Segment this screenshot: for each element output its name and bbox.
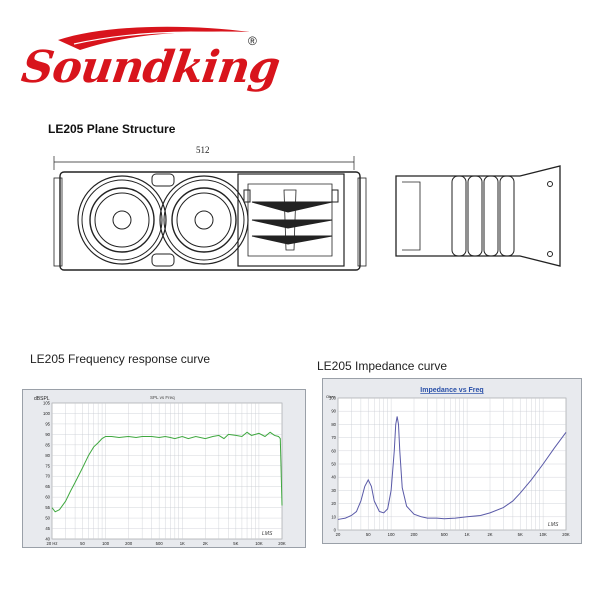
y-axis-label: Ohm bbox=[326, 394, 335, 399]
y-tick-label: 60 bbox=[331, 448, 336, 453]
y-tick-label: 75 bbox=[45, 463, 50, 468]
x-ticks: 20 Hz 50 100 200 500 1K 2K 5K 10K 20K bbox=[47, 541, 286, 546]
chart-watermark: LMS bbox=[262, 531, 273, 537]
y-tick-label: 100 bbox=[329, 396, 337, 401]
series-line bbox=[337, 416, 567, 520]
side-view-drawing bbox=[395, 165, 561, 267]
chart-title: Impedance vs Freq bbox=[420, 387, 483, 394]
registered-mark: ® bbox=[248, 34, 257, 48]
x-tick-label: 50 bbox=[366, 532, 371, 537]
brand-name: Soundking bbox=[18, 42, 283, 93]
plot-area bbox=[51, 402, 283, 540]
x-tick-label: 2K bbox=[487, 532, 492, 537]
series bbox=[337, 416, 567, 520]
x-tick-label: 100 bbox=[102, 541, 110, 546]
x-tick-label: 10K bbox=[539, 532, 547, 537]
y-tick-label: 40 bbox=[331, 475, 336, 480]
x-tick-label: 10K bbox=[255, 541, 263, 546]
y-tick-label: 100 bbox=[43, 411, 51, 416]
y-axis-label: dBSPL bbox=[34, 396, 50, 402]
horn-section bbox=[237, 173, 345, 267]
y-tick-label: 50 bbox=[45, 516, 50, 521]
x-tick-label: 500 bbox=[156, 541, 164, 546]
y-tick-label: 95 bbox=[45, 421, 50, 426]
series-line bbox=[51, 431, 283, 513]
dimension-line bbox=[53, 156, 355, 170]
front-view-drawing bbox=[53, 156, 367, 271]
x-tick-label: 50 bbox=[80, 541, 85, 546]
y-tick-label: 10 bbox=[331, 514, 336, 519]
y-tick-label: 65 bbox=[45, 484, 50, 489]
x-tick-label: 20 Hz bbox=[47, 541, 58, 546]
y-tick-label: 30 bbox=[331, 488, 336, 493]
frequency-response-title: LE205 Frequency response curve bbox=[30, 352, 211, 366]
y-tick-label: 70 bbox=[331, 435, 336, 440]
brand-swoosh bbox=[58, 26, 250, 50]
x-tick-label: 100 bbox=[388, 532, 396, 537]
plane-structure-title: LE205 Plane Structure bbox=[48, 122, 176, 136]
woofer-left bbox=[77, 175, 167, 265]
plot-label: SPL vs Freq bbox=[150, 395, 175, 400]
frequency-response-chart: dBSPL SPL vs Freq LMS 105 100 95 90 85 80 75 70… bbox=[22, 389, 306, 548]
woofer-right bbox=[159, 175, 249, 265]
brand-logo bbox=[58, 26, 250, 50]
y-tick-label: 45 bbox=[45, 526, 50, 531]
y-tick-label: 90 bbox=[45, 432, 50, 437]
y-tick-label: 60 bbox=[45, 495, 50, 500]
impedance-chart: Impedance vs Freq Ohm LMS 10090807060504… bbox=[322, 378, 582, 544]
width-dimension-label: 512 bbox=[196, 145, 210, 155]
y-tick-label: 80 bbox=[331, 422, 336, 427]
grid bbox=[51, 402, 283, 540]
x-tick-label: 1K bbox=[180, 541, 185, 546]
grid bbox=[337, 397, 567, 531]
x-tick-label: 5K bbox=[233, 541, 238, 546]
impedance-curve-title: LE205 Impedance curve bbox=[317, 359, 448, 373]
y-tick-label: 50 bbox=[331, 462, 336, 467]
x-tick-label: 20K bbox=[278, 541, 286, 546]
x-tick-label: 200 bbox=[125, 541, 133, 546]
y-tick-label: 105 bbox=[43, 401, 51, 406]
y-tick-label: 90 bbox=[331, 409, 336, 414]
y-tick-label: 55 bbox=[45, 505, 50, 510]
cabinet-outline bbox=[59, 171, 361, 271]
x-tick-label: 20K bbox=[562, 532, 570, 537]
y-tick-label: 80 bbox=[45, 453, 50, 458]
y-tick-label: 40 bbox=[45, 537, 50, 542]
brand-swoosh-inner bbox=[73, 31, 239, 45]
x-tick-label: 1K bbox=[465, 532, 470, 537]
x-tick-label: 500 bbox=[441, 532, 449, 537]
x-tick-label: 200 bbox=[411, 532, 419, 537]
chart-watermark: LMS bbox=[548, 522, 559, 528]
y-tick-label: 85 bbox=[45, 442, 50, 447]
x-ticks: 20 50 100 200 500 1K 2K 5K 10K 20K bbox=[336, 532, 570, 537]
y-tick-label: 0 bbox=[334, 528, 337, 533]
side-outline bbox=[395, 165, 561, 267]
y-ticks: 105 100 95 90 85 80 75 70 65 60 55 50 45 40 bbox=[43, 401, 51, 542]
x-tick-label: 5K bbox=[518, 532, 523, 537]
x-tick-label: 20 bbox=[336, 532, 341, 537]
series bbox=[51, 431, 283, 513]
x-tick-label: 2K bbox=[203, 541, 208, 546]
y-tick-label: 20 bbox=[331, 501, 336, 506]
y-tick-label: 70 bbox=[45, 474, 50, 479]
